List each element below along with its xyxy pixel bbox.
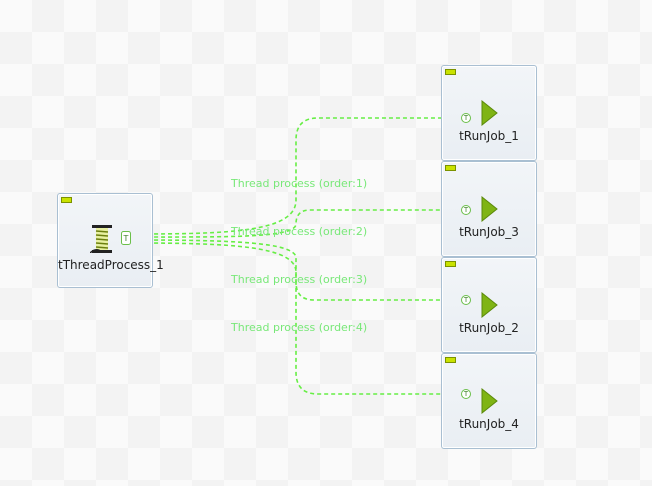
component-label: tRunJob_2 <box>459 321 519 335</box>
connection-label-order-1[interactable]: Thread process (order:1) <box>231 177 368 190</box>
component-tthreadprocess-1[interactable]: T tThreadProcess_1 <box>57 193 164 288</box>
trigger-input-connector-icon[interactable]: T <box>461 389 471 399</box>
component-trunjob-2[interactable]: tRunJob_2 <box>441 257 537 353</box>
connection-label-order-3[interactable]: Thread process (order:3) <box>231 273 368 286</box>
connection-label-order-2[interactable]: Thread process (order:2) <box>231 225 368 238</box>
connection-order-2[interactable] <box>132 209 460 238</box>
trigger-input-connector-icon[interactable]: T <box>461 205 471 215</box>
run-job-play-icon <box>481 100 498 126</box>
trigger-input-connector-icon[interactable]: T <box>461 295 471 305</box>
component-trunjob-4[interactable]: tRunJob_4 <box>441 353 537 449</box>
status-indicator <box>445 357 456 363</box>
connection-label-order-4[interactable]: Thread process (order:4) <box>231 321 368 334</box>
run-job-play-icon <box>481 196 498 222</box>
status-indicator <box>445 165 456 171</box>
status-indicator <box>445 261 456 267</box>
thread-spool-icon <box>90 225 112 253</box>
status-indicator <box>61 197 72 203</box>
connection-order-4[interactable] <box>132 242 460 395</box>
component-label: tRunJob_4 <box>459 417 519 431</box>
component-trunjob-3[interactable]: tRunJob_3 <box>441 161 537 257</box>
component-label: tRunJob_1 <box>459 129 519 143</box>
status-indicator <box>445 69 456 75</box>
component-trunjob-1[interactable]: tRunJob_1 <box>441 65 537 161</box>
run-job-play-icon <box>481 292 498 318</box>
connection-order-3[interactable] <box>132 239 460 301</box>
svg-text:T: T <box>123 234 129 243</box>
component-label: tRunJob_3 <box>459 225 519 239</box>
component-label: tThreadProcess_1 <box>58 258 164 272</box>
connection-order-1[interactable] <box>132 117 460 235</box>
run-job-play-icon <box>481 388 498 414</box>
trigger-input-connector-icon[interactable]: T <box>461 113 471 123</box>
trigger-output-connector-icon[interactable]: T <box>121 231 131 245</box>
